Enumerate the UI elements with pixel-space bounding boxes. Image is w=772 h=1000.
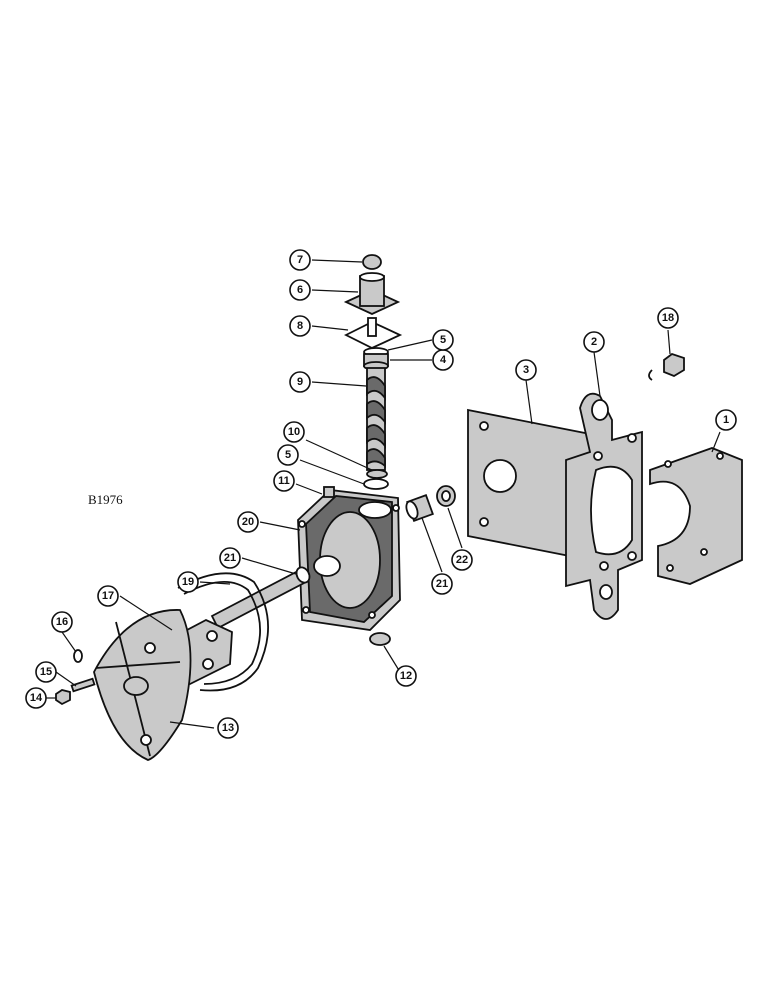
part-11-plug: [323, 486, 335, 498]
callout-20: 20: [237, 511, 259, 533]
callout-12: 12: [395, 665, 417, 687]
svg-text:3: 3: [523, 364, 529, 376]
part-5-bearing-lower: [363, 478, 389, 490]
svg-text:16: 16: [56, 616, 68, 628]
svg-text:21: 21: [224, 552, 236, 564]
callout-15: 15: [35, 661, 57, 683]
svg-text:6: 6: [297, 284, 303, 296]
part-18-nut-and-lockwasher: [648, 352, 685, 381]
svg-text:22: 22: [456, 554, 468, 566]
callout-8: 8: [289, 315, 311, 337]
part-3-bracket-plate: [467, 408, 591, 562]
part-6-bearing-housing: [343, 272, 401, 315]
svg-text:19: 19: [182, 576, 194, 588]
svg-text:7: 7: [297, 254, 303, 266]
svg-text:13: 13: [222, 722, 234, 734]
callout-13: 13: [217, 717, 239, 739]
svg-text:12: 12: [400, 670, 412, 682]
svg-text:14: 14: [30, 692, 43, 704]
callout-11: 11: [273, 470, 295, 492]
callout-17: 17: [97, 585, 119, 607]
svg-text:18: 18: [662, 312, 674, 324]
callout-22: 22: [451, 549, 473, 571]
part-21-bushing-right: [405, 494, 434, 522]
svg-text:2: 2: [591, 336, 597, 348]
svg-text:4: 4: [440, 354, 447, 366]
part-15-stud: [70, 677, 96, 693]
svg-text:11: 11: [278, 475, 290, 487]
part-16-washer: [73, 649, 83, 663]
callout-6: 6: [289, 279, 311, 301]
part-12-expansion-plug: [369, 632, 391, 646]
callout-5-upper: 5: [432, 329, 454, 351]
callout-3: 3: [515, 359, 537, 381]
callout-7: 7: [289, 249, 311, 271]
callout-2: 2: [583, 331, 605, 353]
part-1-clamp-half: [649, 447, 743, 585]
part-7-nut: [362, 254, 382, 270]
part-10-bearing-cup: [366, 469, 388, 479]
callout-4: 4: [432, 349, 454, 371]
leader-lines: [46, 259, 721, 729]
svg-text:15: 15: [40, 666, 52, 678]
svg-text:9: 9: [297, 376, 303, 388]
svg-text:8: 8: [297, 320, 303, 332]
svg-text:17: 17: [102, 590, 114, 602]
callout-18: 18: [657, 307, 679, 329]
callout-14: 14: [25, 687, 47, 709]
svg-text:21: 21: [436, 578, 448, 590]
part-9-worm-shaft: [366, 367, 386, 471]
part-19-cover-gasket: [177, 572, 269, 692]
svg-text:5: 5: [285, 449, 291, 461]
callout-19: 19: [177, 571, 199, 593]
callout-10: 10: [283, 421, 305, 443]
callout-1: 1: [715, 409, 737, 431]
callout-9: 9: [289, 371, 311, 393]
part-8-gasket: [343, 317, 403, 349]
callout-21-left: 21: [219, 547, 241, 569]
callout-16: 16: [51, 611, 73, 633]
part-2-pitman-arm: [565, 392, 643, 620]
part-14-nut: [55, 689, 71, 706]
callout-21-right: 21: [431, 573, 453, 595]
part-20-gear-housing: [297, 489, 401, 631]
part-13-side-cover: [93, 609, 192, 761]
svg-text:20: 20: [242, 516, 254, 528]
svg-text:10: 10: [288, 426, 300, 438]
reference-code: B1976: [88, 492, 123, 507]
part-22-seal: [436, 485, 456, 507]
svg-text:5: 5: [440, 334, 446, 346]
callout-5-lower: 5: [277, 444, 299, 466]
svg-text:1: 1: [723, 414, 729, 426]
